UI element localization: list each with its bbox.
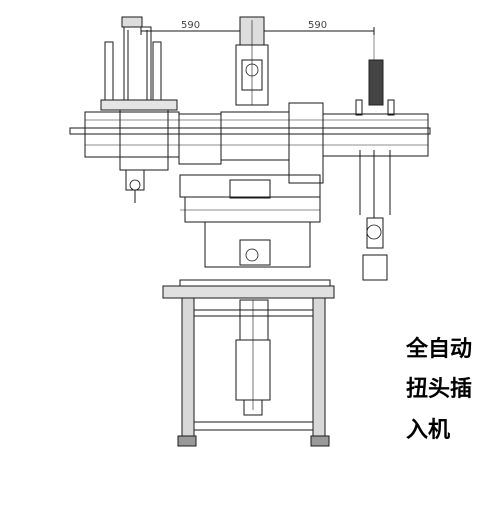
horizontal-slide-rail	[69, 102, 431, 184]
dimension-label-left: 590	[181, 20, 201, 31]
left-cylinder-assembly	[100, 16, 178, 203]
caption-line-1: 全自动	[406, 337, 473, 362]
bottom-cylinder	[235, 299, 271, 416]
gear-detail	[129, 63, 382, 262]
dimension-lines	[140, 27, 375, 62]
center-column-top	[235, 16, 269, 106]
caption-line-3: 入机	[406, 418, 451, 443]
dimension-label-right: 590	[308, 20, 328, 31]
base-plate	[162, 279, 335, 299]
lower-frame	[177, 297, 330, 447]
middle-mechanism	[179, 174, 321, 268]
right-cylinder-assembly	[355, 59, 395, 281]
caption-line-2: 扭头插	[406, 377, 473, 402]
